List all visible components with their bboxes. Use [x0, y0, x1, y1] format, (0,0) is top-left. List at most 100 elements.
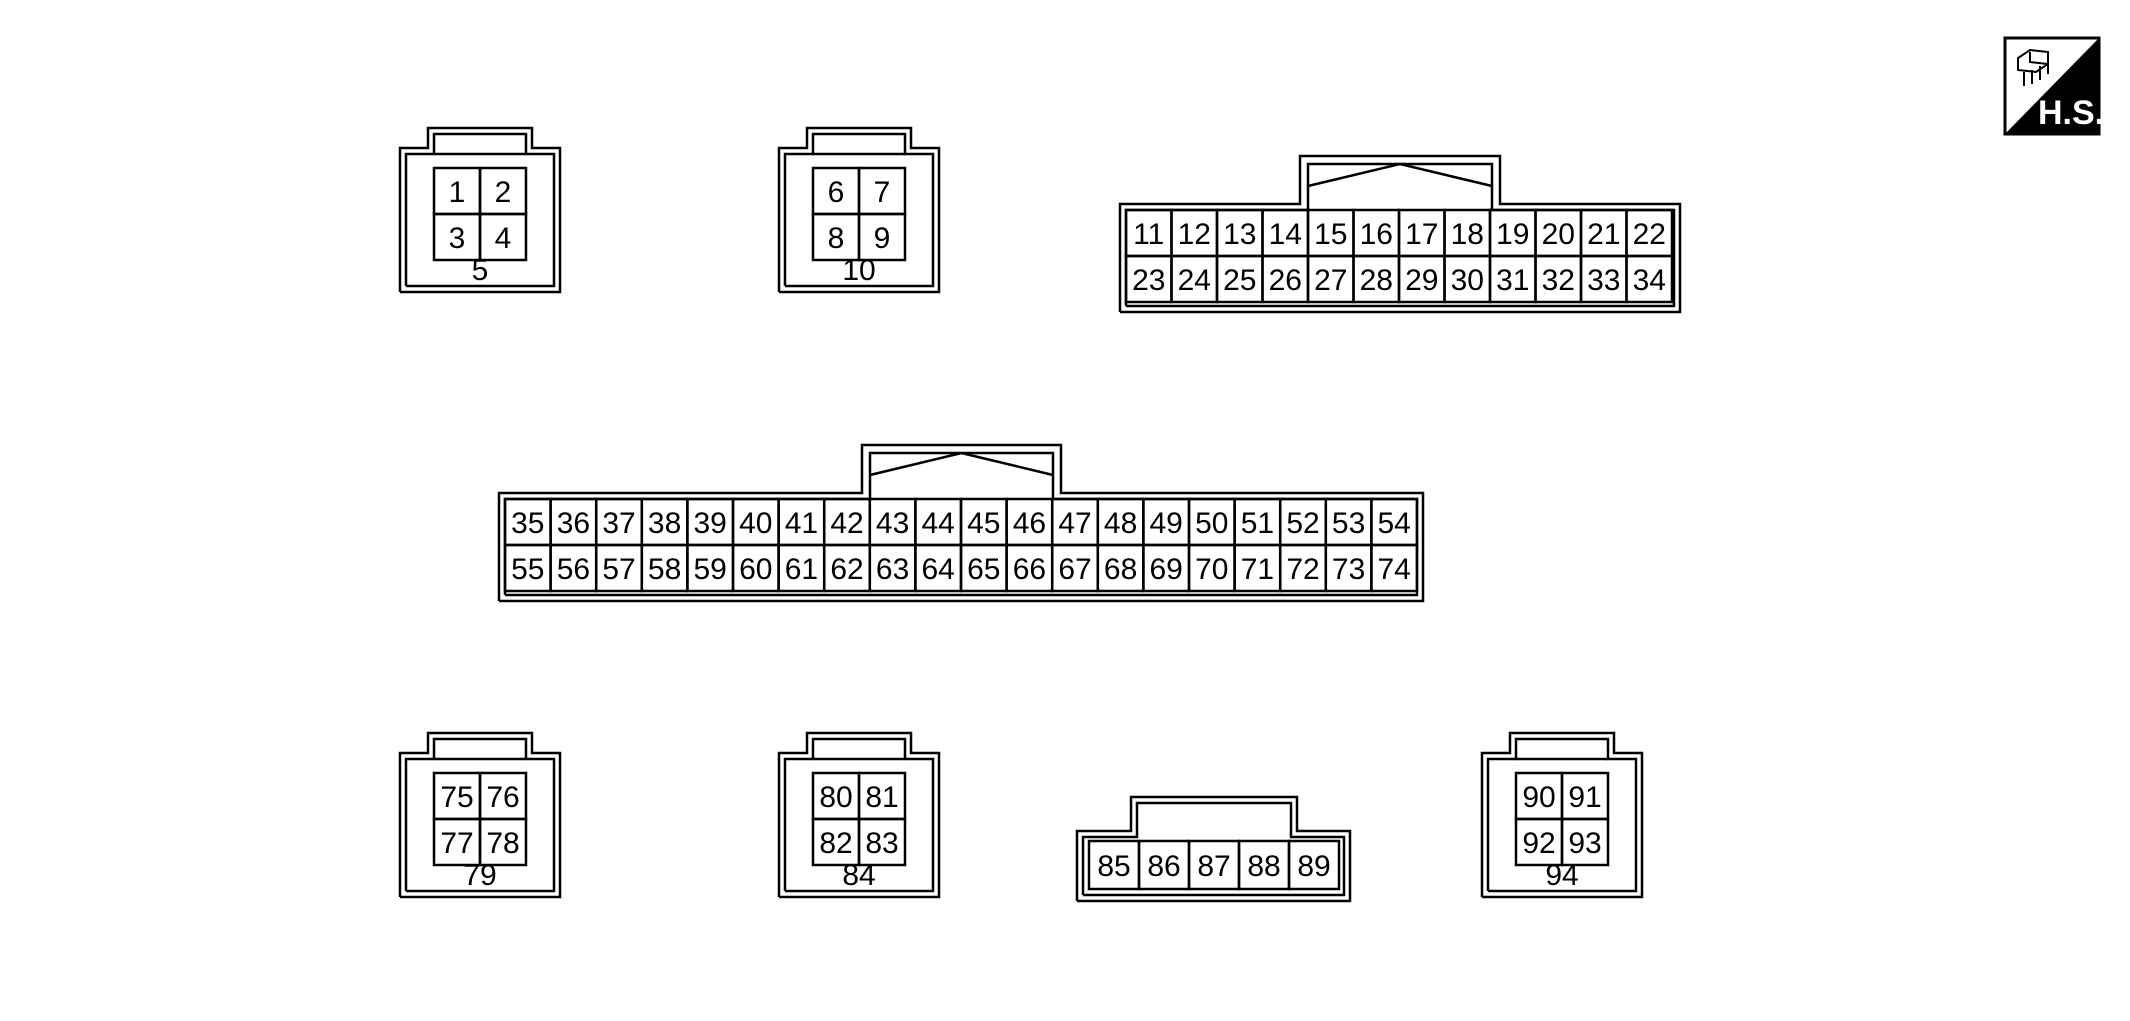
pin-number: 90 — [1522, 781, 1555, 814]
pin-number: 46 — [1013, 507, 1046, 540]
pin-number: 73 — [1332, 553, 1365, 586]
connector-inner-outline — [404, 737, 556, 893]
pin-number: 64 — [922, 553, 955, 586]
pin-number: 3 — [449, 222, 466, 255]
pin-number: 36 — [557, 507, 590, 540]
pin-number: 78 — [486, 827, 519, 860]
pin-number: 23 — [1132, 264, 1165, 297]
pin-cell — [1370, 543, 1419, 593]
pin-number: 86 — [1147, 850, 1180, 883]
pin-number: 45 — [967, 507, 1000, 540]
pin-number: 80 — [819, 781, 852, 814]
pin-number: 14 — [1269, 218, 1302, 251]
pin-number: 8 — [828, 222, 845, 255]
connector-outline — [1075, 795, 1352, 903]
pin-number: 71 — [1241, 553, 1274, 586]
connector-label: 94 — [1545, 859, 1578, 892]
pin-number: 92 — [1522, 827, 1555, 860]
pin-cell — [1560, 817, 1610, 867]
chevron-line — [869, 451, 1054, 477]
pin-number: 2 — [495, 176, 512, 209]
connector-inner-outline — [783, 132, 935, 288]
pin-number: 61 — [785, 553, 818, 586]
pin-number: 55 — [511, 553, 544, 586]
connector-label: 10 — [842, 254, 875, 287]
pin-number: 88 — [1247, 850, 1280, 883]
pin-number: 59 — [694, 553, 727, 586]
connector-c7: 85 86 87 88 89 — [1075, 795, 1352, 903]
connector-outline — [398, 126, 562, 294]
pin-number: 31 — [1496, 264, 1529, 297]
pin-number: 1 — [449, 176, 466, 209]
connector-outline — [777, 731, 941, 899]
pin-number: 18 — [1451, 218, 1484, 251]
connector-outline — [1480, 731, 1644, 899]
pin-number: 9 — [874, 222, 891, 255]
pin-number: 48 — [1104, 507, 1137, 540]
pin-cell — [1287, 839, 1341, 891]
pin-number: 42 — [830, 507, 863, 540]
pin-number: 82 — [819, 827, 852, 860]
pin-number: 77 — [440, 827, 473, 860]
pin-number: 60 — [739, 553, 772, 586]
pin-number: 37 — [602, 507, 635, 540]
pin-number: 44 — [922, 507, 955, 540]
pin-number: 6 — [828, 176, 845, 209]
pin-number: 11 — [1133, 218, 1164, 251]
pin-number: 39 — [694, 507, 727, 540]
pin-number: 68 — [1104, 553, 1137, 586]
pin-number: 19 — [1496, 218, 1529, 251]
pin-number: 26 — [1269, 264, 1302, 297]
pin-number: 67 — [1058, 553, 1091, 586]
pin-number: 81 — [865, 781, 898, 814]
pin-number: 85 — [1097, 850, 1130, 883]
pin-number: 75 — [440, 781, 473, 814]
pin-number: 40 — [739, 507, 772, 540]
pin-number: 52 — [1286, 507, 1319, 540]
pin-number: 89 — [1297, 850, 1330, 883]
pin-number: 17 — [1405, 218, 1438, 251]
pin-cell — [1625, 254, 1674, 304]
pin-number: 72 — [1286, 553, 1319, 586]
pin-number: 54 — [1378, 507, 1411, 540]
pin-number: 13 — [1223, 218, 1256, 251]
pin-number: 16 — [1360, 218, 1393, 251]
pin-number: 91 — [1568, 781, 1601, 814]
pin-number: 65 — [967, 553, 1000, 586]
pin-number: 62 — [830, 553, 863, 586]
pin-cell — [478, 817, 528, 867]
connector-label: 84 — [842, 859, 875, 892]
pin-number: 70 — [1195, 553, 1228, 586]
pin-number: 50 — [1195, 507, 1228, 540]
pin-number: 35 — [511, 507, 544, 540]
pin-cell — [478, 212, 528, 262]
pin-number: 28 — [1360, 264, 1393, 297]
pin-number: 83 — [865, 827, 898, 860]
pin-number: 27 — [1314, 264, 1347, 297]
harness-icon — [2017, 48, 2049, 86]
pin-number: 25 — [1223, 264, 1256, 297]
pin-number: 87 — [1197, 850, 1230, 883]
pin-number: 56 — [557, 553, 590, 586]
pin-cell — [857, 817, 907, 867]
connector-outline — [398, 731, 562, 899]
hs-badge: H.S. — [2003, 36, 2104, 136]
pin-number: 69 — [1150, 553, 1183, 586]
pin-number: 51 — [1241, 507, 1274, 540]
pin-number: 41 — [785, 507, 818, 540]
pin-number: 66 — [1013, 553, 1046, 586]
pin-number: 7 — [874, 176, 891, 209]
connector-inner-outline — [783, 737, 935, 893]
pin-number: 24 — [1178, 264, 1211, 297]
connector-label: 5 — [472, 254, 489, 287]
pin-number: 4 — [495, 222, 512, 255]
pin-number: 30 — [1451, 264, 1484, 297]
pin-number: 29 — [1405, 264, 1438, 297]
pin-number: 47 — [1058, 507, 1091, 540]
